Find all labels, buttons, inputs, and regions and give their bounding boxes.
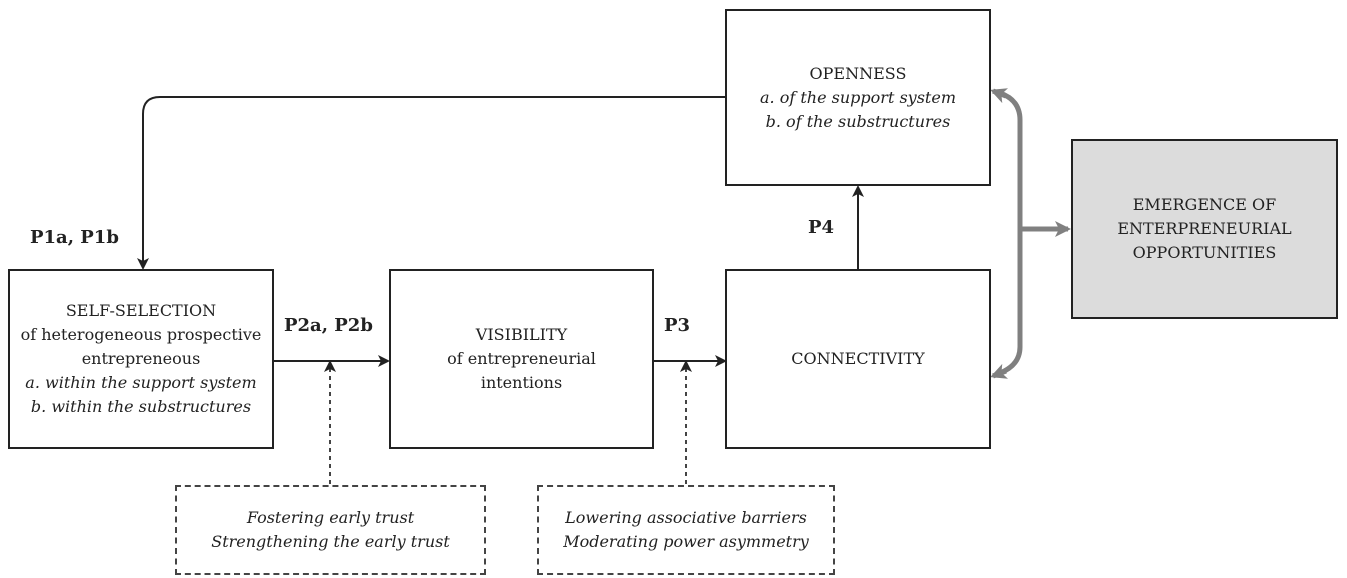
label-p1: P1a, P1b	[30, 227, 119, 248]
self-selection-item-b: b. within the substructures	[30, 397, 252, 416]
barriers-line-1: Lowering associative barriers	[565, 508, 807, 527]
connectivity-box: CONNECTIVITY	[725, 269, 991, 449]
arrow-openness-to-self-selection	[137, 96, 726, 270]
barriers-line-2: Moderating power asymmetry	[563, 532, 809, 551]
self-selection-line-1: SELF-SELECTION	[65, 301, 217, 320]
openness-item-b: b. of the substructures	[765, 111, 951, 131]
grey-arrow-to-openness	[990, 88, 1009, 104]
visibility-box: VISIBILITY of entrepreneurial intentions	[389, 269, 654, 449]
self-selection-line-2: of heterogeneous prospective	[20, 325, 262, 344]
openness-box: OPENNESS a. of the support system b. of …	[725, 9, 991, 186]
trust-line-1: Fostering early trust	[246, 508, 415, 527]
trust-line-2: Strengthening the early trust	[211, 532, 450, 551]
label-p3: P3	[664, 315, 691, 336]
emergence-line-2: ENTERPRENEURIAL	[1117, 219, 1292, 238]
self-selection-line-3: entrepreneous	[81, 349, 201, 368]
emergence-line-3: OPPORTUNITIES	[1132, 243, 1277, 262]
visibility-line-2: of entrepreneurial	[447, 349, 596, 368]
label-p4: P4	[808, 217, 835, 238]
grey-arrow-to-connectivity	[990, 363, 1009, 379]
grey-bracket	[997, 90, 1023, 376]
openness-title: OPENNESS	[809, 63, 907, 83]
visibility-line-1: VISIBILITY	[475, 325, 568, 344]
openness-item-a: a. of the support system	[760, 87, 956, 107]
barriers-box: Lowering associative barriers Moderating…	[537, 485, 835, 575]
emergence-box: EMERGENCE OF ENTERPRENEURIAL OPPORTUNITI…	[1071, 139, 1338, 319]
self-selection-item-a: a. within the support system	[25, 373, 257, 392]
self-selection-box: SELF-SELECTION of heterogeneous prospect…	[8, 269, 274, 449]
trust-box: Fostering early trust Strengthening the …	[175, 485, 486, 575]
label-p2: P2a, P2b	[284, 315, 373, 336]
visibility-line-3: intentions	[480, 373, 563, 392]
connectivity-title: CONNECTIVITY	[791, 349, 925, 368]
emergence-line-1: EMERGENCE OF	[1132, 195, 1277, 214]
